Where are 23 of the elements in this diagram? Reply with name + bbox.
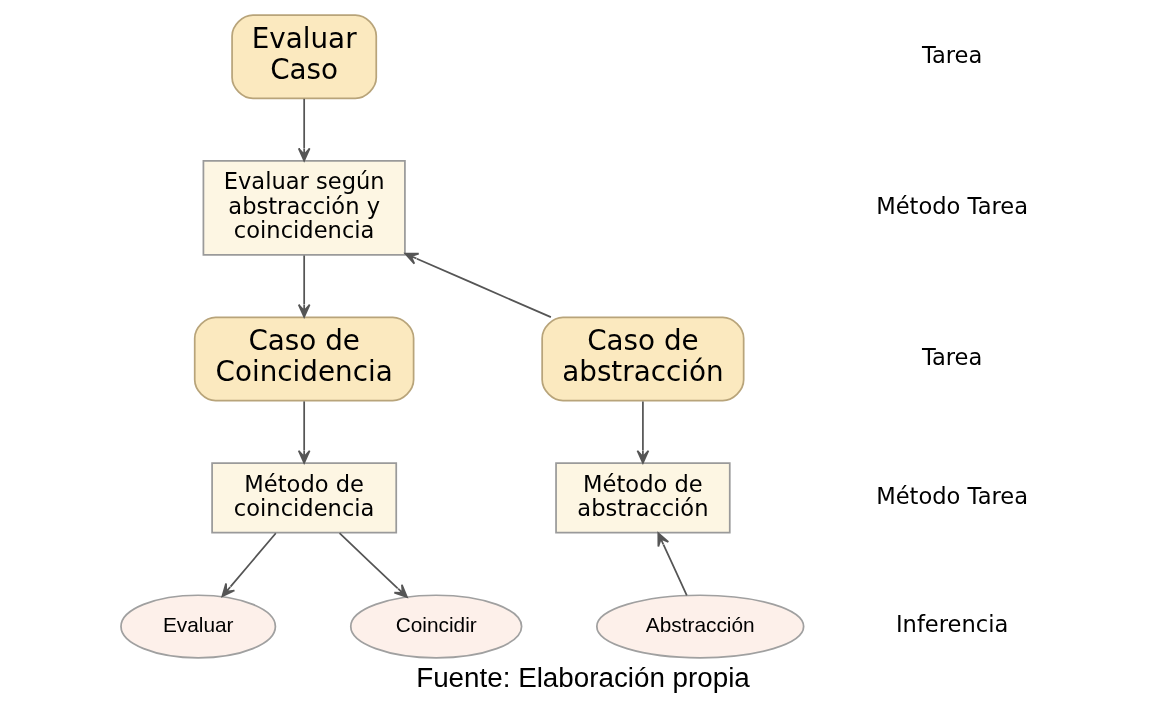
node-box: Caso de abstracción: [540, 316, 745, 402]
label: Método Tarea: [875, 482, 1028, 509]
node-box: Método de coincidencia: [210, 462, 397, 534]
node-ellipse: Abstracción: [595, 594, 804, 659]
node-box: Método de abstracción: [554, 462, 731, 534]
arrow: [297, 400, 310, 464]
arrow: [338, 532, 408, 598]
label: Tarea: [921, 343, 982, 370]
node-ellipse: Coincidir: [349, 594, 522, 659]
arrow: [656, 532, 688, 597]
label: Método Tarea: [875, 192, 1028, 219]
arrow: [297, 254, 310, 318]
node-box: Evaluar según abstracción y coincidencia: [202, 160, 406, 256]
node-box: Caso de Coincidencia: [193, 316, 414, 402]
caption: Fuente: Elaboración propia: [415, 661, 750, 693]
arrow: [297, 97, 310, 162]
arrow: [403, 252, 552, 319]
node-ellipse: Evaluar: [119, 594, 276, 659]
label: Inferencia: [895, 611, 1008, 638]
node-box: Evaluar Caso: [230, 14, 377, 100]
arrow: [221, 532, 277, 598]
label: Tarea: [921, 41, 982, 68]
arrow: [636, 400, 649, 464]
